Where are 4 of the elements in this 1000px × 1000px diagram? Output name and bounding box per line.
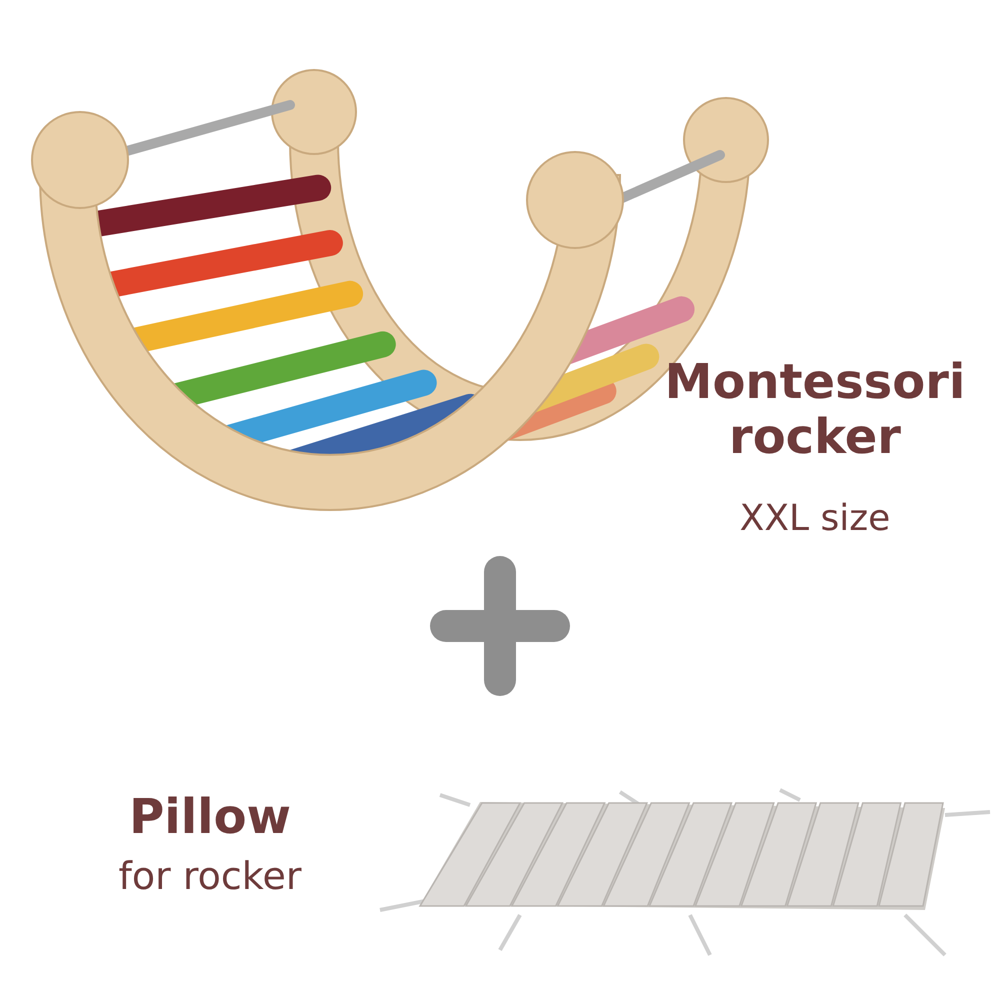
product-title: Montessori rocker bbox=[664, 355, 966, 466]
product-subtitle: for rocker bbox=[118, 855, 302, 899]
size-label: XXL size bbox=[738, 498, 892, 540]
product-title: Pillow bbox=[128, 790, 292, 846]
